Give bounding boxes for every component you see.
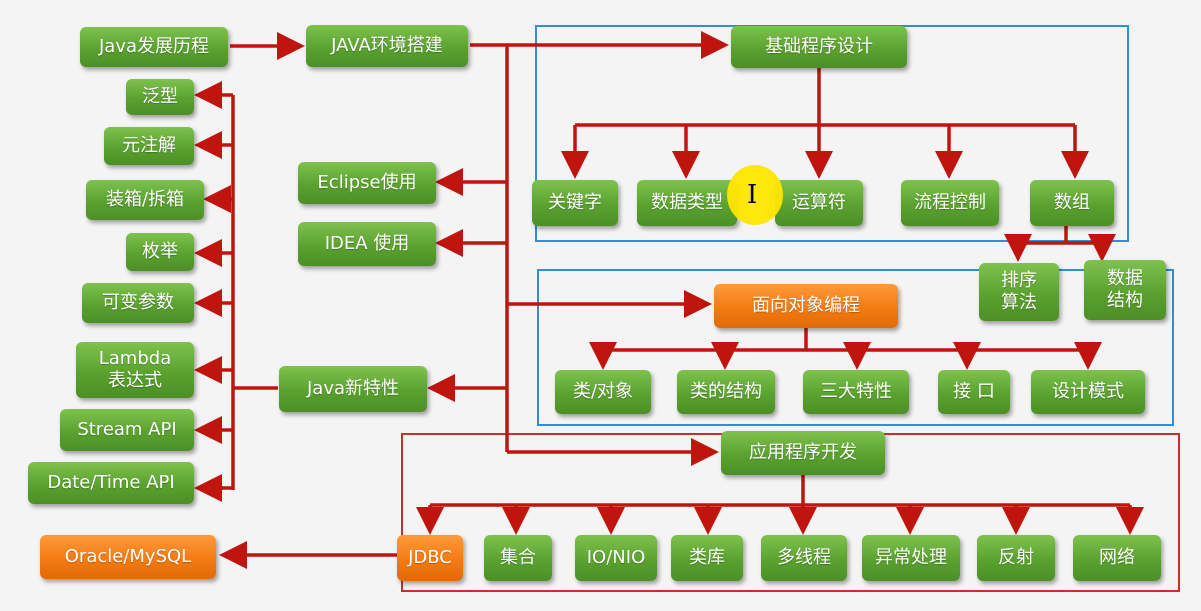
basic-branch-bus	[575, 68, 1075, 127]
eclipse-node[interactable]: Eclipse使用	[298, 162, 436, 204]
flow-control-node[interactable]: 流程控制	[901, 180, 999, 226]
annotation-node[interactable]: 元注解	[104, 127, 194, 165]
class-structure-node[interactable]: 类的结构	[677, 370, 775, 414]
multithread-node[interactable]: 多线程	[761, 535, 847, 581]
java-history-node[interactable]: Java发展历程	[80, 27, 228, 67]
array-node[interactable]: 数组	[1030, 180, 1114, 226]
sort-algorithm-node[interactable]: 排序 算法	[979, 263, 1059, 321]
jdbc-node[interactable]: JDBC	[397, 535, 463, 581]
exception-handling-node[interactable]: 异常处理	[862, 535, 960, 581]
text-cursor-icon: I	[747, 180, 758, 210]
varargs-node[interactable]: 可变参数	[82, 283, 194, 323]
class-library-node[interactable]: 类库	[671, 535, 743, 581]
boxing-unboxing-node[interactable]: 装箱/拆箱	[86, 180, 204, 220]
new-features-bracket	[231, 95, 278, 490]
array-branch-bus	[1018, 226, 1102, 245]
oop-group-frame	[537, 269, 1174, 426]
generic-node[interactable]: 泛型	[126, 79, 194, 115]
lambda-node[interactable]: Lambda 表达式	[76, 342, 194, 398]
oop-node[interactable]: 面向对象编程	[714, 284, 898, 328]
keyword-node[interactable]: 关键字	[532, 180, 618, 226]
java-env-node[interactable]: JAVA环境搭建	[306, 25, 468, 67]
app-dev-branch-bus	[430, 474, 1130, 507]
data-structure-node[interactable]: 数据 结构	[1084, 260, 1166, 320]
app-dev-node[interactable]: 应用程序开发	[721, 431, 885, 475]
stream-api-node[interactable]: Stream API	[60, 409, 194, 451]
collection-node[interactable]: 集合	[484, 535, 552, 581]
data-type-node[interactable]: 数据类型	[637, 180, 737, 226]
datetime-api-node[interactable]: Date/Time API	[28, 462, 194, 504]
reflection-node[interactable]: 反射	[977, 535, 1055, 581]
class-object-node[interactable]: 类/对象	[555, 370, 651, 414]
operator-node[interactable]: 运算符	[775, 180, 863, 226]
cursor-highlight	[727, 165, 783, 225]
io-nio-node[interactable]: IO/NIO	[575, 535, 657, 581]
three-features-node[interactable]: 三大特性	[803, 370, 909, 414]
interface-node[interactable]: 接 口	[938, 370, 1010, 414]
network-node[interactable]: 网络	[1073, 535, 1161, 581]
idea-node[interactable]: IDEA 使用	[298, 222, 436, 266]
design-pattern-node[interactable]: 设计模式	[1031, 370, 1145, 414]
basic-program-node[interactable]: 基础程序设计	[731, 26, 907, 68]
enum-node[interactable]: 枚举	[126, 233, 194, 271]
java-new-features-node[interactable]: Java新特性	[279, 366, 427, 412]
oop-branch-bus	[603, 328, 1088, 352]
oracle-mysql-node[interactable]: Oracle/MySQL	[40, 535, 216, 579]
trunk-line	[470, 43, 509, 452]
